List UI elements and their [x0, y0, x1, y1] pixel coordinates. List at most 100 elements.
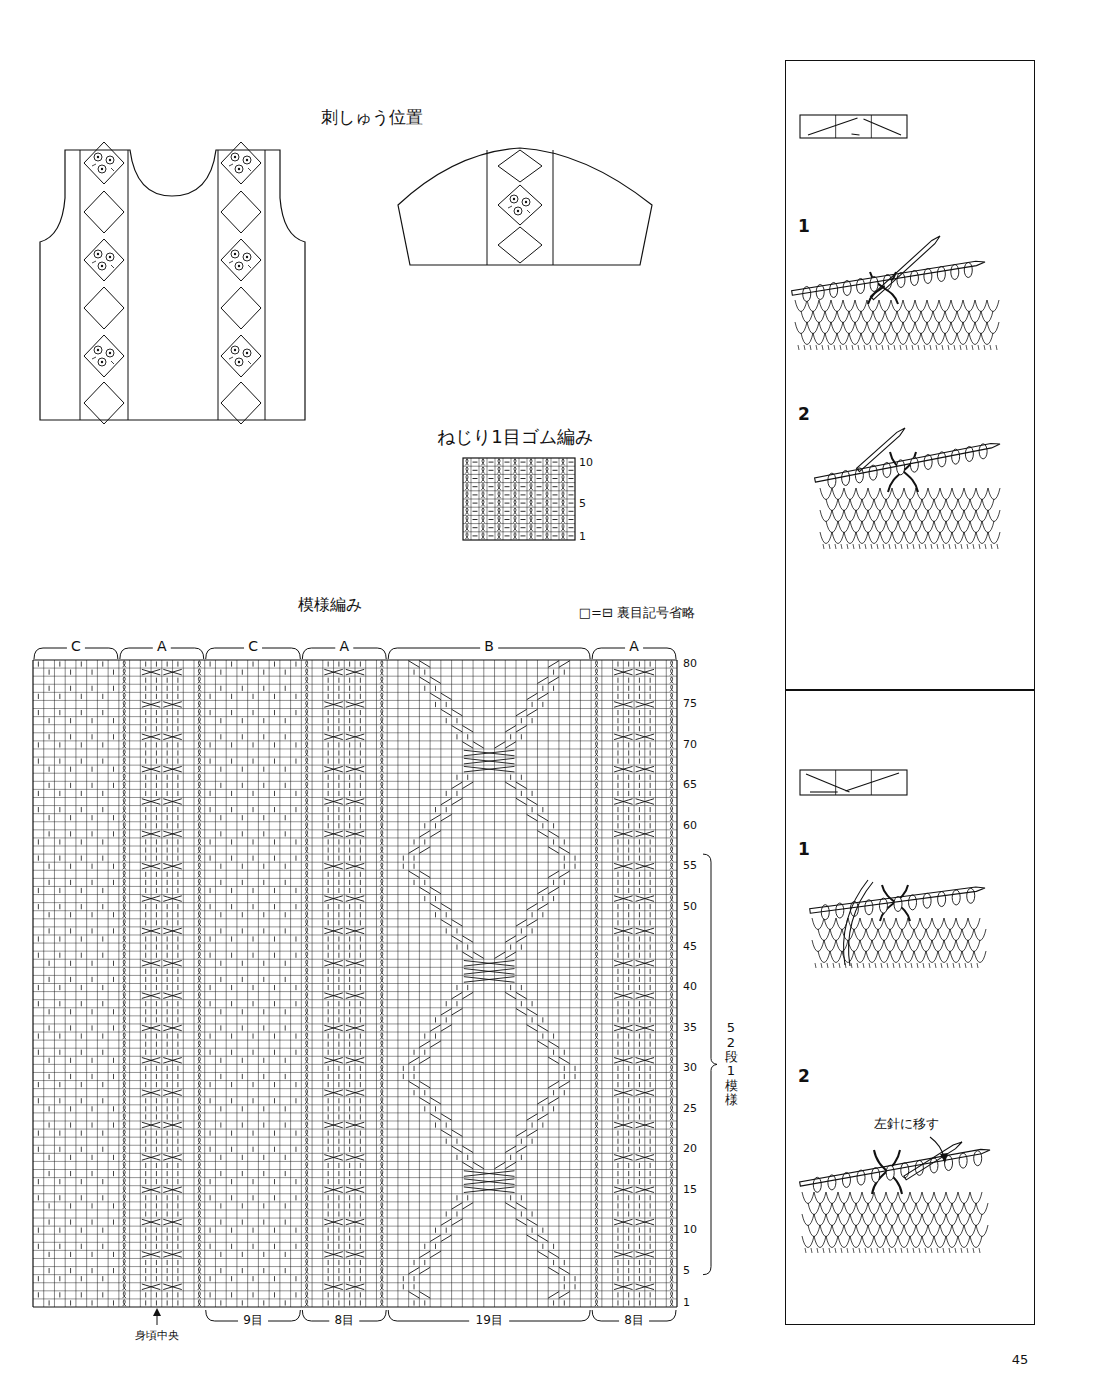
stitch-symbol [360, 750, 361, 755]
pattern-chart [33, 934, 677, 935]
stitch-symbol [435, 1033, 436, 1038]
stitch-symbol [338, 1228, 339, 1233]
stitch-symbol [324, 1122, 342, 1128]
stitch-symbol [295, 888, 296, 893]
stitch-symbol [467, 1195, 468, 1200]
stitch-symbol [220, 1203, 221, 1208]
stitch-symbol [102, 1228, 103, 1233]
stitch-symbol [145, 1236, 146, 1241]
stitch-symbol [177, 1098, 178, 1103]
stitch-symbol [123, 1291, 126, 1298]
stitch-symbol [380, 1186, 383, 1193]
stitch-symbol [231, 1082, 232, 1087]
stitch-symbol [92, 686, 93, 691]
stitch-symbol [305, 1097, 308, 1104]
stitch-symbol [435, 1244, 436, 1249]
stitch-symbol [92, 1300, 93, 1305]
stitch-symbol [142, 993, 160, 999]
stitch-symbol [220, 1300, 221, 1305]
stitch-symbol [198, 685, 201, 692]
stitch-symbol [113, 1155, 114, 1160]
stitch-symbol [360, 1033, 361, 1038]
stitch-symbol [59, 1276, 60, 1281]
rib-chart [463, 490, 575, 491]
stitch-symbol [473, 952, 484, 958]
stitch-symbol [49, 831, 50, 836]
rib-chart [513, 533, 516, 540]
stitch-symbol [274, 904, 275, 909]
stitch-symbol [198, 750, 201, 757]
embroidery-diamond [84, 191, 124, 233]
stitch-symbol [49, 1058, 50, 1063]
stitch-symbol [142, 766, 160, 772]
stitch-symbol [220, 1171, 221, 1176]
stitch-symbol [462, 936, 473, 942]
stitch-symbol [145, 726, 146, 731]
rib-chart [481, 500, 484, 507]
stitch-symbol [123, 952, 126, 959]
stitch-symbol [70, 961, 71, 966]
stitch-symbol [142, 799, 160, 805]
stitch-symbol [163, 1252, 181, 1258]
stitch-symbol [324, 1284, 342, 1290]
stitch-symbol [464, 1187, 515, 1193]
stitch-symbol [49, 783, 50, 788]
rib-chart [561, 508, 564, 515]
stitch-symbol [198, 919, 201, 926]
sleeve-outline [517, 210, 519, 212]
stitch-symbol [70, 734, 71, 739]
stitch-symbol [462, 992, 473, 998]
stitch-symbol [123, 1073, 126, 1080]
stitch-symbol [163, 1284, 181, 1290]
stitch-symbol [123, 1194, 126, 1201]
stitch-symbol [409, 1267, 420, 1273]
stitch-symbol [59, 985, 60, 990]
rib-chart [553, 470, 558, 471]
stitch-symbol [338, 920, 339, 925]
stitch-symbol [263, 1074, 264, 1079]
stitch-symbol [198, 1227, 201, 1234]
stitch-symbol [349, 847, 350, 852]
stitch-symbol [305, 742, 308, 749]
stitch-symbol [123, 1130, 126, 1137]
stitch-symbol [167, 718, 168, 723]
stitch-symbol [305, 750, 308, 757]
pattern-chart [33, 1145, 677, 1146]
stitch-symbol [456, 945, 457, 950]
stitch-symbol [305, 1203, 308, 1210]
stitch-symbol [59, 936, 60, 941]
stitch-symbol [324, 766, 342, 772]
stitch-symbol [163, 831, 181, 837]
stitch-symbol [198, 976, 201, 983]
stitch-symbol [274, 1292, 275, 1297]
stitch-symbol [346, 1122, 364, 1128]
stitch-symbol [510, 945, 511, 950]
stitch-symbol [59, 888, 60, 893]
rib-chart [505, 503, 510, 504]
stitch-symbol [328, 823, 329, 828]
stitch-symbol [305, 1025, 308, 1032]
stitch-symbol [349, 686, 350, 691]
stitch-symbol [305, 1065, 308, 1072]
rib-chart [529, 500, 532, 507]
pattern-chart [33, 1007, 677, 1008]
rib-chart [513, 467, 516, 474]
stitch-symbol [220, 718, 221, 723]
stitch-symbol [81, 839, 82, 844]
stitch-symbol [464, 1179, 515, 1185]
stitch-symbol [70, 1268, 71, 1273]
stitch-symbol [380, 822, 383, 829]
stitch-symbol [92, 1122, 93, 1127]
stitch-symbol [253, 694, 254, 699]
stitch-symbol [360, 1001, 361, 1006]
stitch-symbol [360, 880, 361, 885]
embroidery-diamond [231, 346, 239, 354]
stitch-symbol [123, 717, 126, 724]
stitch-symbol [242, 1219, 243, 1224]
stitch-symbol [305, 1219, 308, 1226]
stitch-symbol [380, 936, 383, 943]
rib-chart [521, 494, 526, 495]
stitch-symbol [142, 1284, 160, 1290]
stitch-symbol [564, 1260, 565, 1265]
stitch-symbol [349, 872, 350, 877]
